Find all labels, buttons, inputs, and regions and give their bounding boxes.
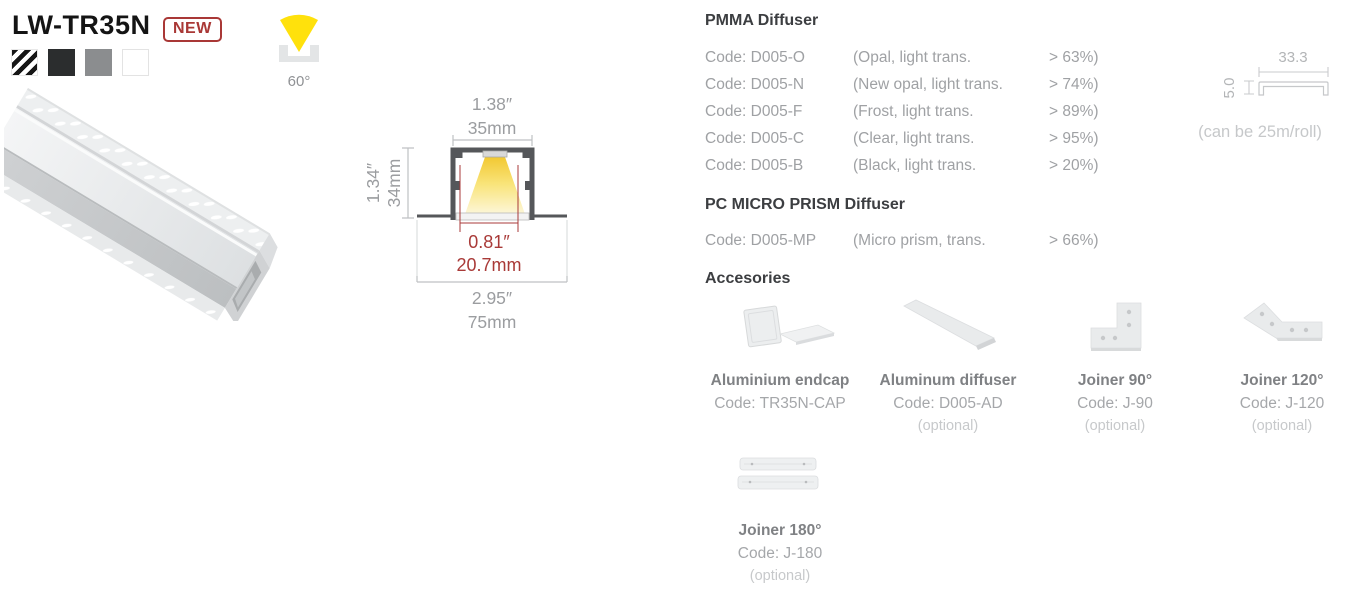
dim-height-bracket [402,147,414,219]
diffuser-strip [455,212,530,221]
finish-swatch-black [48,49,75,76]
roll-height-label: 5.0 [1221,78,1238,99]
roll-capacity-note: (can be 25m/roll) [1198,123,1322,141]
new-badge: NEW [163,17,222,42]
diffuser-desc: (Black, light trans. [853,156,977,174]
light-cone [464,157,526,217]
joiner-120-icon [1197,296,1363,360]
roll-width-label: 33.3 [1278,49,1307,66]
accessory-code: Code: D005-AD [893,395,1003,412]
dim-inner-inch: 0.81″ [468,232,510,252]
diffuser-desc: (Micro prism, trans. [853,232,986,250]
diffuser-value: > 66%) [1049,232,1099,250]
accessory-code: Code: J-120 [1239,395,1325,412]
accessory-title: Joiner 120° [1240,372,1324,389]
accessory-code: Code: J-90 [1077,395,1153,412]
diffuser-code: Code: D005-N [705,76,805,94]
dim-overall-inch: 2.95″ [472,288,512,308]
dim-height-inch: 1.34″ [363,163,383,203]
led-strip [482,150,508,158]
diffuser-row: Code: D005-N (New opal, light trans. > 7… [705,72,1175,99]
diffuser-code: Code: D005-O [705,49,805,67]
accessory-code: Code: TR35N-CAP [714,395,846,412]
accessories-heading: Accesories [705,270,791,287]
accessory-item-joiner-120: Joiner 120° Code: J-120 (optional) [1197,296,1363,438]
pmma-heading: PMMA Diffuser [705,12,819,29]
diffuser-desc: (Opal, light trans. [853,49,972,67]
diffuser-value: > 89%) [1049,102,1099,120]
finish-swatch-white [122,49,149,76]
finish-swatches [11,49,149,76]
profile-3d-render [4,87,278,321]
accessory-item-joiner-180: Joiner 180° Code: J-180 (optional) [695,446,865,588]
diffuser-value: > 74%) [1049,76,1099,94]
accessory-title: Aluminium endcap [710,372,850,389]
roll-profile-shape [1258,81,1329,96]
diffuser-row: Code: D005-F (Frost, light trans. > 89%) [705,99,1175,126]
dim-inner-bracket [459,165,519,232]
accessory-note: (optional) [1084,418,1146,434]
profile-bar [4,87,278,321]
beam-angle-label: 60° [287,73,311,90]
aluminum-diffuser-icon [863,296,1033,360]
beam-angle-icon [279,14,319,62]
accessory-note: (optional) [749,568,811,584]
accessory-title: Joiner 90° [1077,372,1153,389]
finish-swatch-hatched [11,49,38,76]
dim-width-inch: 1.38″ [472,94,512,114]
page-title: LW-TR35N [12,10,151,40]
channel-walls [450,147,535,220]
accessory-title: Aluminum diffuser [879,372,1017,389]
accessory-title: Joiner 180° [738,522,822,539]
diffuser-value: > 20%) [1049,156,1099,174]
diffuser-value: > 63%) [1049,49,1099,67]
diffuser-desc: (Clear, light trans. [853,129,975,147]
dim-inner-mm: 20.7mm [456,255,521,275]
cross-section-drawing: 1.38″ 35mm 1.34″ 34mm 0.81″ 20.7mm 2.95″… [363,94,568,332]
pmma-section: PMMA Diffuser Code: D005-O (Opal, light … [705,12,1175,179]
beam-angle: 60° [266,12,332,90]
diffuser-row: Code: D005-B (Black, light trans. > 20%) [705,152,1175,179]
dim-overall-bracket [416,276,568,283]
diffuser-desc: (New opal, light trans. [853,76,1003,94]
accessory-code: Code: J-180 [737,545,823,562]
joiner-180-icon [695,446,865,510]
accessory-item-aluminum-diffuser: Aluminum diffuser Code: D005-AD (optiona… [863,296,1033,438]
endcap-icon [695,296,865,360]
dim-width-bracket [452,135,533,146]
diffuser-row: Code: D005-MP (Micro prism, trans. > 66%… [705,228,1175,255]
dim-height-mm: 34mm [384,159,404,208]
joiner-90-icon [1030,296,1200,360]
diffuser-row: Code: D005-O (Opal, light trans. > 63%) [705,45,1175,72]
accessory-item-endcap: Aluminium endcap Code: TR35N-CAP [695,296,865,415]
accessory-item-joiner-90: Joiner 90° Code: J-90 (optional) [1030,296,1200,438]
finish-swatch-gray [85,49,112,76]
diffuser-code: Code: D005-B [705,156,804,174]
diffuser-desc: (Frost, light trans. [853,102,974,120]
diffuser-code: Code: D005-F [705,102,803,120]
diffuser-value: > 95%) [1049,129,1099,147]
diffuser-roll-drawing: 33.3 5.0 (can be 25m/roll) [1198,49,1329,141]
diffuser-row: Code: D005-C (Clear, light trans. > 95%) [705,125,1175,152]
dim-overall-mm: 75mm [468,312,517,332]
diffuser-code: Code: D005-MP [705,232,817,250]
prism-section: PC MICRO PRISM Diffuser Code: D005-MP (M… [705,196,1175,255]
accessory-note: (optional) [917,418,979,434]
prism-heading: PC MICRO PRISM Diffuser [705,196,906,213]
diffuser-code: Code: D005-C [705,129,805,147]
dim-width-mm: 35mm [468,118,517,138]
accessory-note: (optional) [1251,418,1313,434]
